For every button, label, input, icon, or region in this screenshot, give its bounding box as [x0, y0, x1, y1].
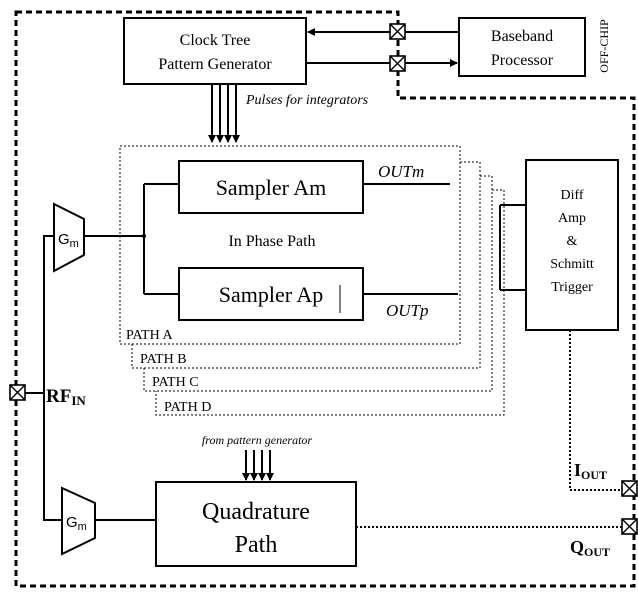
- diff-amp-block: Diff Amp & Schmitt Trigger: [525, 159, 619, 331]
- diff-amp-line-3: &: [567, 234, 578, 249]
- from-pattern-label: from pattern generator: [202, 433, 313, 447]
- baseband-line-1: Baseband: [491, 28, 553, 45]
- pulses-label: Pulses for integrators: [245, 93, 369, 108]
- sampler-am-label: Sampler Am: [216, 175, 327, 200]
- quadrature-line-1: Quadrature: [202, 499, 310, 525]
- off-chip-label: OFF-CHIP: [597, 19, 611, 73]
- pulse-arrows: [208, 84, 240, 143]
- rf-in-pad: [9, 384, 26, 401]
- wire-rf-bus: [43, 235, 62, 521]
- sampler-ap-label: Sampler Ap: [219, 282, 324, 307]
- pad-upper: [389, 23, 406, 40]
- gm-lower: Gm: [61, 486, 96, 556]
- baseband-processor-block: Baseband Processor: [458, 17, 586, 77]
- svg-text:Gm: Gm: [66, 514, 87, 533]
- clock-tree-block: Clock Tree Pattern Generator: [123, 17, 307, 85]
- gm-upper: Gm: [53, 202, 85, 273]
- in-phase-label: In Phase Path: [228, 233, 315, 250]
- paths-to-diffamp-wires: [499, 204, 526, 291]
- clock-tree-line-2: Pattern Generator: [158, 56, 272, 73]
- out-p-label: OUTp: [386, 301, 429, 320]
- path-b-label: PATH B: [140, 352, 187, 367]
- i-out-pad: [621, 480, 638, 497]
- quadrature-line-2: Path: [235, 532, 278, 558]
- q-out-label: QOUT: [570, 537, 610, 559]
- path-a-label: PATH A: [126, 328, 173, 343]
- chip-boundary: [14, 10, 636, 588]
- pad-lower: [389, 55, 406, 72]
- quadrature-pulse-arrows: [242, 450, 274, 481]
- path-d-label: PATH D: [164, 400, 211, 415]
- sampler-ap-block: Sampler Ap: [178, 267, 364, 321]
- clock-tree-line-1: Clock Tree: [180, 32, 251, 49]
- diff-amp-line-5: Trigger: [551, 280, 593, 295]
- rf-in-label: RFIN: [46, 386, 86, 408]
- quadrature-path-block: Quadrature Path: [155, 481, 357, 567]
- svg-text:Gm: Gm: [58, 231, 79, 250]
- q-out-pad: [621, 518, 638, 535]
- out-m-label: OUTm: [378, 162, 424, 181]
- diff-amp-line-2: Amp: [558, 211, 586, 226]
- sampler-am-block: Sampler Am: [178, 160, 364, 214]
- wire-i-out: [569, 330, 622, 491]
- split-node: [142, 234, 146, 238]
- diff-amp-line-4: Schmitt: [550, 257, 594, 272]
- i-out-label: IOUT: [574, 460, 607, 482]
- baseband-line-2: Processor: [491, 52, 554, 69]
- path-c-label: PATH C: [152, 375, 199, 390]
- diff-amp-line-1: Diff: [560, 188, 583, 203]
